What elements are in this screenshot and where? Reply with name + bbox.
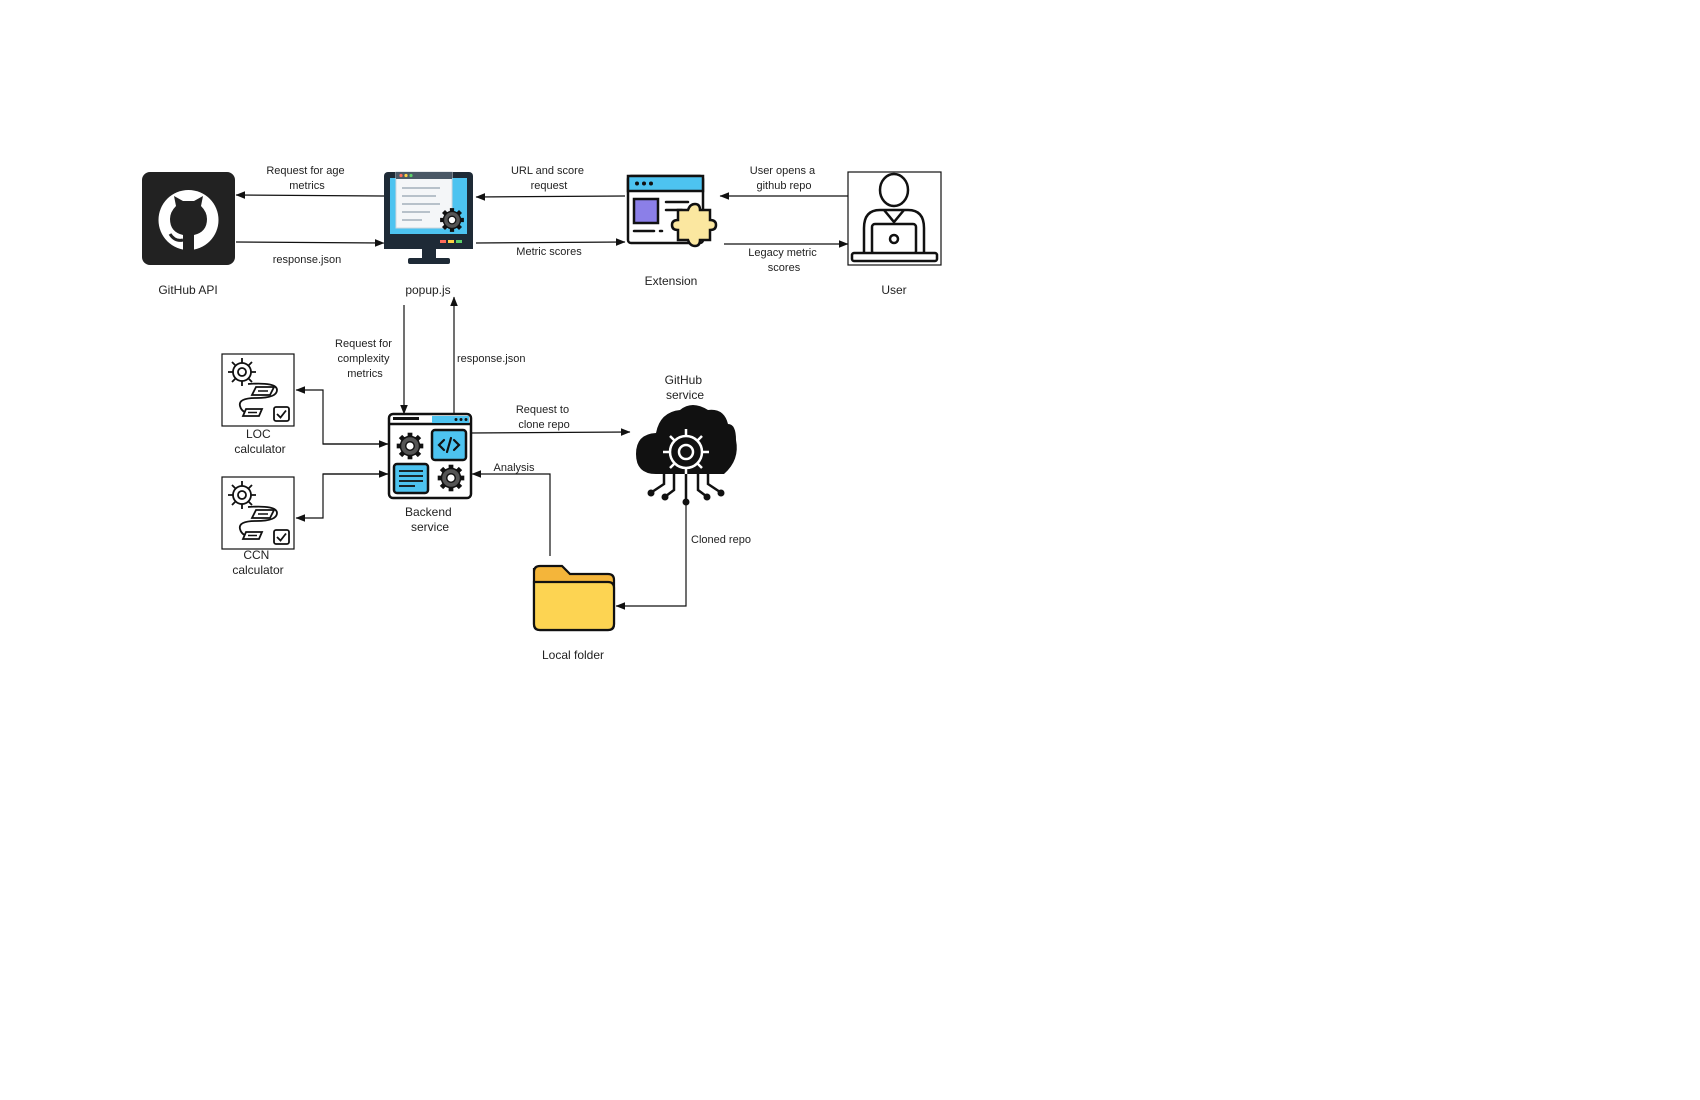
node-label-github-service: GitHub service [665,373,706,402]
workflow-gear-icon [221,353,295,427]
edge-age-request [235,191,385,199]
edge-label-metric-scores: Metric scores [516,246,582,258]
github-logo-icon [142,172,235,265]
node-label-local-folder: Local folder [542,648,604,662]
edge-github-response [235,239,385,247]
node-label-user: User [881,283,906,297]
edge-ccn-link [295,470,389,522]
node-loc-calculator[interactable]: LOC calculator [221,353,295,456]
cloud-gear-icon [636,405,737,506]
node-label-popup-js: popup.js [405,283,450,297]
node-local-folder[interactable]: Local folder [532,564,616,662]
edge-label-cloned-repo: Cloned repo [691,534,751,546]
node-label-extension: Extension [645,274,698,288]
edge-metric-scores [475,238,626,246]
edge-label-github-response: response.json [273,254,342,266]
node-popup-js[interactable]: popup.js [384,171,473,297]
person-laptop-icon [847,171,942,266]
edge-clone-request [469,428,631,436]
workflow-gear-icon [221,476,295,550]
node-backend-service[interactable]: Backend service [387,412,473,534]
node-user[interactable]: User [847,171,942,297]
edge-label-legacy-scores: Legacy metric scores [748,247,820,274]
edge-label-analysis: Analysis [494,462,535,474]
edge-label-complexity-request: Request for complexity metrics [335,338,395,380]
node-label-ccn: CCN calculator [232,548,283,577]
edge-analysis [471,470,551,556]
node-github-api[interactable]: GitHub API [142,172,235,297]
node-extension[interactable]: Extension [626,174,718,288]
backend-dashboard-icon [387,412,473,500]
edge-label-age-request: Request for age metrics [266,165,347,192]
monitor-settings-icon [384,171,473,264]
node-label-loc: LOC calculator [234,427,285,456]
node-label-backend: Backend service [405,505,455,534]
edge-label-url-score: URL and score request [511,165,587,192]
node-github-service[interactable]: GitHub service [636,373,737,506]
edge-cloned-repo [615,504,687,610]
edge-url-score-request [475,193,626,201]
browser-extension-icon [626,174,718,248]
node-ccn-calculator[interactable]: CCN calculator [221,476,295,577]
edge-loc-link [295,386,389,448]
folder-icon [532,564,616,632]
node-label-github-api: GitHub API [158,283,217,297]
edge-label-backend-response: response.json [457,353,526,365]
edge-label-clone-request: Request to clone repo [516,404,572,431]
edge-label-user-opens: User opens a github repo [750,165,819,192]
